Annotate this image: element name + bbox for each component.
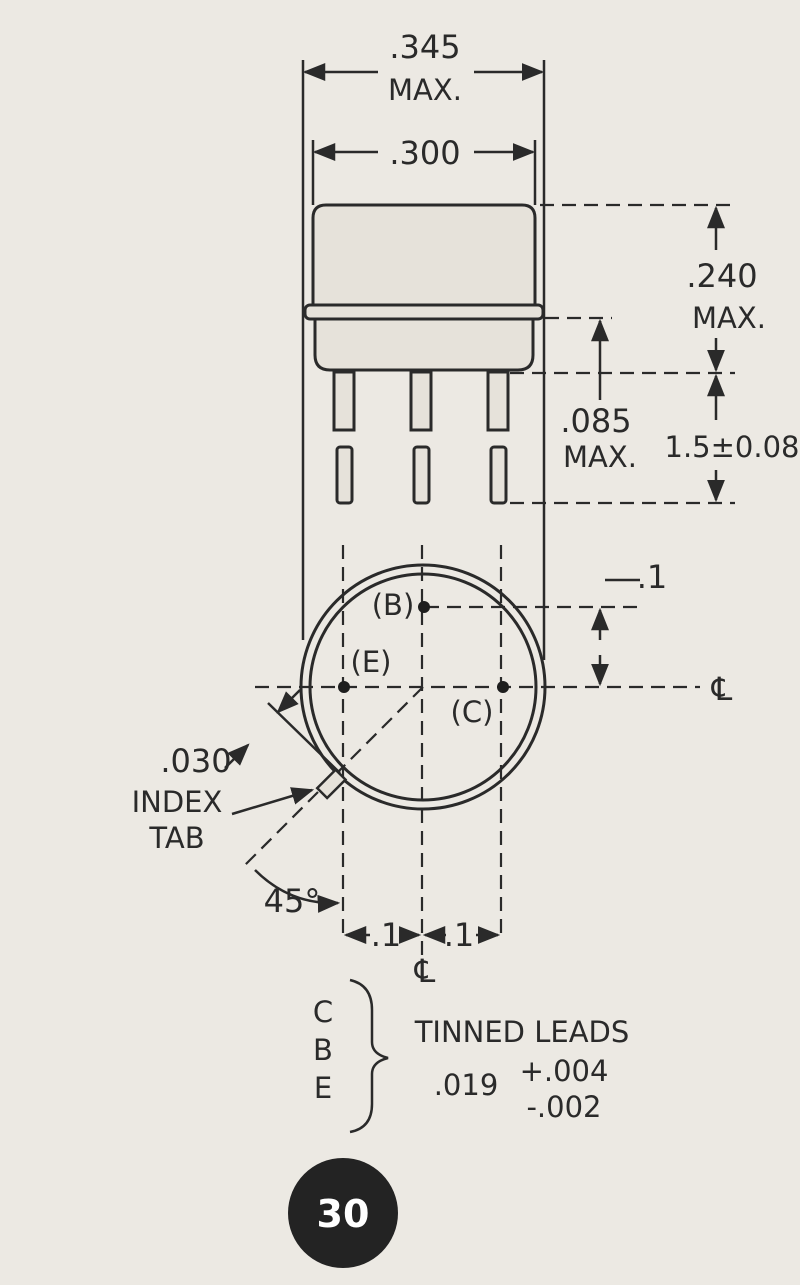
note-pin-letter-3: E xyxy=(314,1071,332,1105)
pin-label-base: (B) xyxy=(372,588,415,622)
lead-length-value: 1.5±0.08 xyxy=(665,430,800,464)
lead-right-bottom xyxy=(489,445,508,505)
can-body xyxy=(311,203,537,307)
tab-thickness-arrow-outer xyxy=(224,743,250,769)
pin-dot-emitter xyxy=(338,681,350,693)
note-pin-letter-1: C xyxy=(313,995,333,1029)
overall-width-label: .345 xyxy=(389,28,460,66)
leads-note: C B E TINNED LEADS .019 +.004 -.002 xyxy=(313,978,630,1134)
lead-center-bottom xyxy=(412,445,431,505)
index-tab-label-2: TAB xyxy=(148,821,204,855)
centerline-symbol-h: ℄ xyxy=(711,670,733,708)
height-note: MAX. xyxy=(692,301,766,335)
index-diagonal-ext xyxy=(241,791,319,869)
note-diameter: .019 xyxy=(434,1068,499,1102)
note-brace xyxy=(349,978,389,1134)
pin-spacing-left: .1 xyxy=(371,916,402,954)
height-value: .240 xyxy=(686,257,757,295)
badge-circle xyxy=(288,1158,398,1268)
overall-width-note: MAX. xyxy=(388,73,462,107)
index-tab xyxy=(315,767,348,800)
flange-value: .085 xyxy=(560,402,631,440)
index-tab-label-1: INDEX xyxy=(132,785,223,819)
bottom-view: .1 ℄ (B) (E) (C) .030 INDEX TAB 45° xyxy=(132,545,733,990)
note-title: TINNED LEADS xyxy=(414,1015,630,1049)
lead-right-top xyxy=(486,370,510,432)
pin-dot-collector xyxy=(497,681,509,693)
index-diagonal xyxy=(324,686,424,786)
lead-center-top xyxy=(409,370,433,432)
pin-label-collector: (C) xyxy=(451,695,494,729)
pin-spacing-right: .1 xyxy=(444,916,475,954)
tab-thickness-value: .030 xyxy=(160,742,231,780)
can-flange xyxy=(303,303,545,321)
centerline-symbol-v: ℄ xyxy=(414,952,436,990)
page-number-badge: 30 xyxy=(288,1158,398,1268)
lead-left-top xyxy=(332,370,356,432)
side-view: .345 MAX. .300 .240 MAX. .0 xyxy=(301,28,800,660)
pin-dot-base xyxy=(418,601,430,613)
tab-thickness-arrow-inner xyxy=(276,689,301,714)
flange-note: MAX. xyxy=(563,440,637,474)
note-tol-minus: -.002 xyxy=(526,1090,601,1124)
angle-value: 45° xyxy=(264,882,321,920)
note-tol-plus: +.004 xyxy=(520,1054,609,1088)
body-width-label: .300 xyxy=(389,134,460,172)
note-pin-letter-2: B xyxy=(313,1033,333,1067)
index-tab-leader xyxy=(231,787,315,816)
index-tab-shape xyxy=(315,767,348,800)
badge-number: 30 xyxy=(317,1192,370,1236)
tab-thickness-ext xyxy=(267,702,341,774)
lead-left-bottom xyxy=(335,445,354,505)
angle-arc xyxy=(254,869,341,913)
pin-offset-value: .1 xyxy=(637,558,668,596)
can-base xyxy=(313,317,535,372)
leads xyxy=(332,370,510,505)
pin-label-emitter: (E) xyxy=(351,645,392,679)
